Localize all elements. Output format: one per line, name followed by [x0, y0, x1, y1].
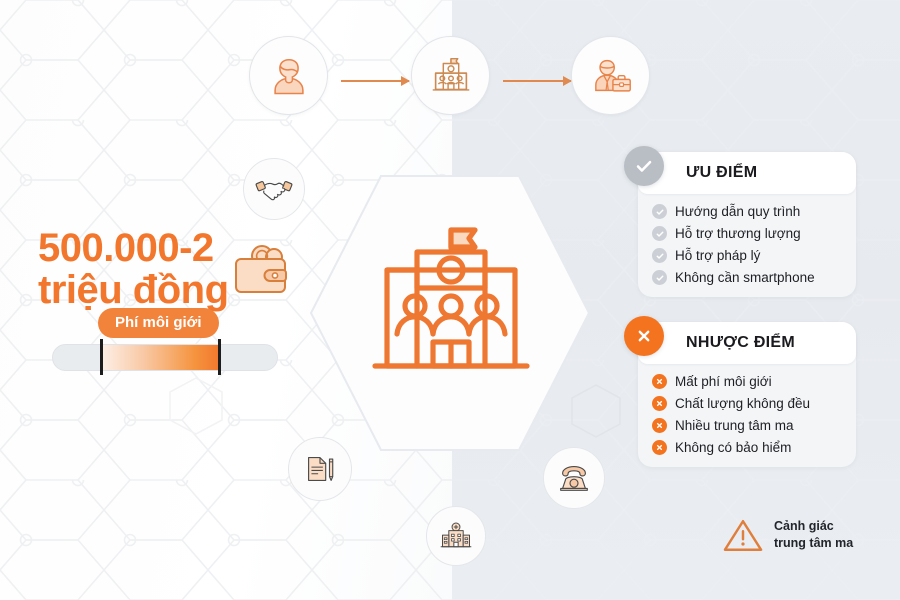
check-bullet-icon — [652, 248, 667, 263]
cons-item-3: Không có bảo hiểm — [675, 440, 792, 455]
list-item: Hỗ trợ thương lượng — [652, 226, 844, 241]
hexagon-outline — [309, 175, 591, 451]
flow-arrow-1 — [341, 76, 410, 86]
pros-item-0: Hướng dẫn quy trình — [675, 204, 801, 219]
price-amount: 500.000-2 — [38, 226, 214, 270]
slider-fill — [101, 345, 221, 370]
slider-tick-max — [218, 339, 221, 375]
telephone-icon — [560, 466, 588, 491]
list-item: Mất phí môi giới — [652, 374, 844, 389]
warning-line-1: Cảnh giác — [774, 519, 834, 534]
businessman-briefcase-icon — [594, 59, 631, 92]
cons-item-1: Chất lượng không đều — [675, 396, 810, 411]
center-hexagon — [305, 168, 595, 458]
handshake-icon — [255, 181, 293, 201]
price-block: 500.000-2 triệu đồng — [38, 226, 298, 312]
document-pen-icon — [308, 457, 334, 481]
hospital-building-icon — [440, 522, 472, 548]
close-bullet-icon — [652, 418, 667, 433]
person-icon — [273, 58, 304, 94]
close-bullet-icon — [652, 440, 667, 455]
warning-text: Cảnh giác trung tâm ma — [774, 518, 853, 552]
cons-panel-header: NHƯỢC ĐIỂM — [624, 316, 856, 364]
slider-tick-min — [100, 339, 103, 375]
close-bullet-icon — [652, 396, 667, 411]
brokerage-building-icon — [372, 227, 530, 369]
list-item: Nhiều trung tâm ma — [652, 418, 844, 433]
flow-step-broker — [571, 36, 650, 115]
satellite-telephone — [543, 447, 605, 509]
flow-arrow-2 — [503, 76, 572, 86]
flow-step-person — [249, 36, 328, 115]
list-item: Không cần smartphone — [652, 270, 844, 285]
close-icon — [624, 316, 664, 356]
list-item: Hỗ trợ pháp lý — [652, 248, 844, 263]
price-unit: triệu đồng — [38, 267, 229, 312]
pros-item-1: Hỗ trợ thương lượng — [675, 226, 801, 241]
list-item: Hướng dẫn quy trình — [652, 204, 844, 219]
pros-panel: ƯU ĐIỂM Hướng dẫn quy trình Hỗ trợ thươn… — [624, 146, 856, 297]
satellite-document — [288, 437, 352, 501]
pros-title: ƯU ĐIỂM — [686, 164, 758, 181]
cons-panel: NHƯỢC ĐIỂM Mất phí môi giới Chất lượng k… — [624, 316, 856, 467]
wallet-icon — [235, 245, 287, 293]
satellite-hospital — [426, 506, 486, 566]
pros-item-2: Hỗ trợ pháp lý — [675, 248, 761, 263]
pros-list: Hướng dẫn quy trình Hỗ trợ thương lượng … — [638, 194, 856, 297]
fee-badge: Phí môi giới — [98, 308, 219, 338]
pros-panel-header: ƯU ĐIỂM — [624, 146, 856, 194]
check-bullet-icon — [652, 270, 667, 285]
cons-item-2: Nhiều trung tâm ma — [675, 418, 794, 433]
agency-building-icon — [432, 57, 469, 91]
list-item: Không có bảo hiểm — [652, 440, 844, 455]
flow-step-agency — [411, 36, 490, 115]
list-item: Chất lượng không đều — [652, 396, 844, 411]
check-icon — [624, 146, 664, 186]
warning-note: Cảnh giác trung tâm ma — [722, 516, 853, 554]
satellite-handshake — [243, 158, 305, 220]
check-bullet-icon — [652, 204, 667, 219]
warning-line-2: trung tâm ma — [774, 536, 854, 550]
cons-list: Mất phí môi giới Chất lượng không đều Nh… — [638, 364, 856, 467]
close-bullet-icon — [652, 374, 667, 389]
check-bullet-icon — [652, 226, 667, 241]
price-range-slider[interactable] — [52, 344, 278, 371]
pros-item-3: Không cần smartphone — [675, 270, 815, 285]
cons-item-0: Mất phí môi giới — [675, 374, 772, 389]
warning-triangle-icon — [723, 519, 763, 551]
cons-title: NHƯỢC ĐIỂM — [686, 334, 796, 351]
